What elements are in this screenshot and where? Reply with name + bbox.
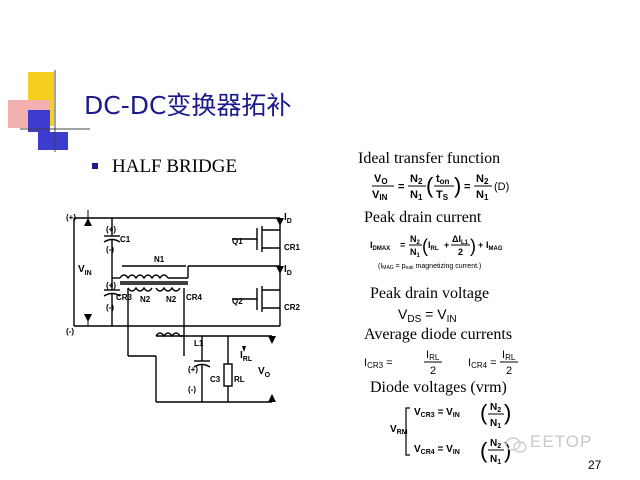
slide-title: DC-DC变换器拓补 [84, 91, 292, 120]
bullet-square-icon [92, 162, 98, 169]
bullet-text: HALF BRIDGE [112, 156, 238, 177]
svg-text:TS: TS [436, 189, 449, 202]
page-number: 27 [588, 458, 602, 472]
svg-text:ICR4 =: ICR4 = [468, 357, 497, 370]
n2a-label: N2 [140, 295, 151, 304]
q2-label: Q2 [232, 297, 243, 306]
svg-text:N2: N2 [410, 234, 421, 246]
svg-text:): ) [504, 400, 511, 425]
svg-text:N1: N1 [410, 247, 421, 259]
circuit-vin-label: VIN [78, 264, 92, 277]
heading-ideal-transfer: Ideal transfer function [358, 150, 501, 167]
q1-label: Q1 [232, 237, 243, 246]
svg-text:(: ( [480, 400, 488, 425]
circuit-minus-label: (-) [66, 327, 74, 336]
vo-label: VO [258, 366, 271, 379]
svg-text:(: ( [426, 173, 434, 198]
svg-text:IRL: IRL [426, 349, 440, 362]
eq-diode-voltages: VRM VCR3 = VIN ( N2 N1 ) VCR4 = VIN ( N2… [390, 400, 511, 466]
svg-text:2: 2 [458, 247, 463, 257]
svg-text:N1: N1 [410, 189, 423, 202]
cr3-label: CR3 [116, 293, 133, 302]
cr1-label: CR1 [284, 243, 301, 252]
svg-text:VO: VO [374, 173, 388, 186]
svg-text:): ) [504, 438, 511, 463]
imag-note: (IMAG = peak magnetizing current.) [378, 263, 481, 271]
id1-label: ID [284, 212, 292, 225]
svg-text:VCR3 = VIN: VCR3 = VIN [414, 407, 460, 419]
c1-plus-label: (+) [106, 225, 116, 234]
svg-text:VRM: VRM [390, 424, 408, 436]
svg-text:IMAG: IMAG [486, 240, 503, 252]
svg-text:ton: ton [436, 173, 450, 186]
svg-text:N2: N2 [490, 438, 501, 450]
svg-text:=: = [398, 181, 404, 193]
svg-text:VIN: VIN [372, 189, 388, 202]
svg-text:+: + [444, 240, 449, 250]
svg-text:(: ( [422, 236, 428, 256]
cr4-label: CR4 [186, 293, 203, 302]
svg-text:IRL: IRL [428, 240, 439, 252]
svg-text:N1: N1 [490, 418, 501, 430]
bullet-half-bridge: HALF BRIDGE [92, 156, 237, 178]
n1-label: N1 [154, 255, 165, 264]
id2-label: ID [284, 264, 292, 277]
eq-peak-drain-current: IDMAX = N2 N1 ( IRL + ΔIL1 2 ) + IMAG (I… [370, 234, 503, 271]
heading-peak-drain-voltage: Peak drain voltage [370, 285, 490, 302]
svg-text:+: + [478, 240, 483, 250]
l1-label: L1 [194, 339, 204, 348]
svg-text:IRL: IRL [502, 349, 516, 362]
eq-average-diode-currents: ICR3 = IRL 2 ICR4 = IRL 2 [364, 349, 518, 377]
corner-decoration [8, 70, 90, 152]
equations: VO VIN = N2 N1 ( ton TS ) = N2 N1 (D) ID… [364, 173, 518, 466]
svg-text:=: = [400, 240, 405, 250]
c1-minus-label: (-) [106, 245, 114, 254]
svg-text:N1: N1 [490, 454, 501, 466]
svg-text:VDS = VIN: VDS = VIN [398, 306, 457, 325]
eq-ideal-transfer: VO VIN = N2 N1 ( ton TS ) = N2 N1 (D) [372, 173, 509, 202]
half-bridge-circuit: (+) (-) VIN (+) C1 (-) (+) CR3 (-) N1 N2… [66, 210, 301, 403]
svg-text:2: 2 [506, 365, 512, 377]
rl-label: RL [234, 375, 245, 384]
cr2-label: CR2 [284, 303, 301, 312]
irl-label: IRL [240, 350, 253, 363]
svg-text:): ) [470, 236, 476, 256]
watermark-text: EETOP [530, 432, 593, 451]
heading-diode-voltages: Diode voltages (vrm) [370, 379, 507, 396]
c3-plus-label: (+) [188, 365, 198, 374]
svg-text:ICR3 =: ICR3 = [364, 357, 393, 370]
c3-minus-label: (-) [188, 385, 196, 394]
cr3-minus-label: (-) [106, 303, 114, 312]
c1-label: C1 [120, 235, 131, 244]
svg-text:IDMAX: IDMAX [370, 240, 390, 252]
svg-text:N2: N2 [490, 402, 501, 414]
svg-text:VCR4 = VIN: VCR4 = VIN [414, 444, 460, 456]
heading-average-diode-currents: Average diode currents [364, 326, 513, 343]
svg-text:(: ( [480, 438, 488, 463]
svg-text:2: 2 [430, 365, 436, 377]
svg-text:N2: N2 [476, 173, 489, 186]
eq-peak-drain-voltage: VDS = VIN [398, 306, 457, 325]
n2b-label: N2 [166, 295, 177, 304]
cr3-plus-label: (+) [106, 281, 116, 290]
svg-text:N1: N1 [476, 189, 489, 202]
svg-text:ΔIL1: ΔIL1 [452, 234, 469, 246]
heading-peak-drain-current: Peak drain current [364, 209, 482, 226]
wechat-icon [505, 437, 527, 453]
circuit-plus-label: (+) [66, 213, 76, 222]
svg-text:(D): (D) [494, 181, 509, 193]
svg-text:): ) [454, 173, 461, 198]
svg-text:N2: N2 [410, 173, 423, 186]
svg-text:=: = [464, 181, 470, 193]
c3-label: C3 [210, 375, 221, 384]
